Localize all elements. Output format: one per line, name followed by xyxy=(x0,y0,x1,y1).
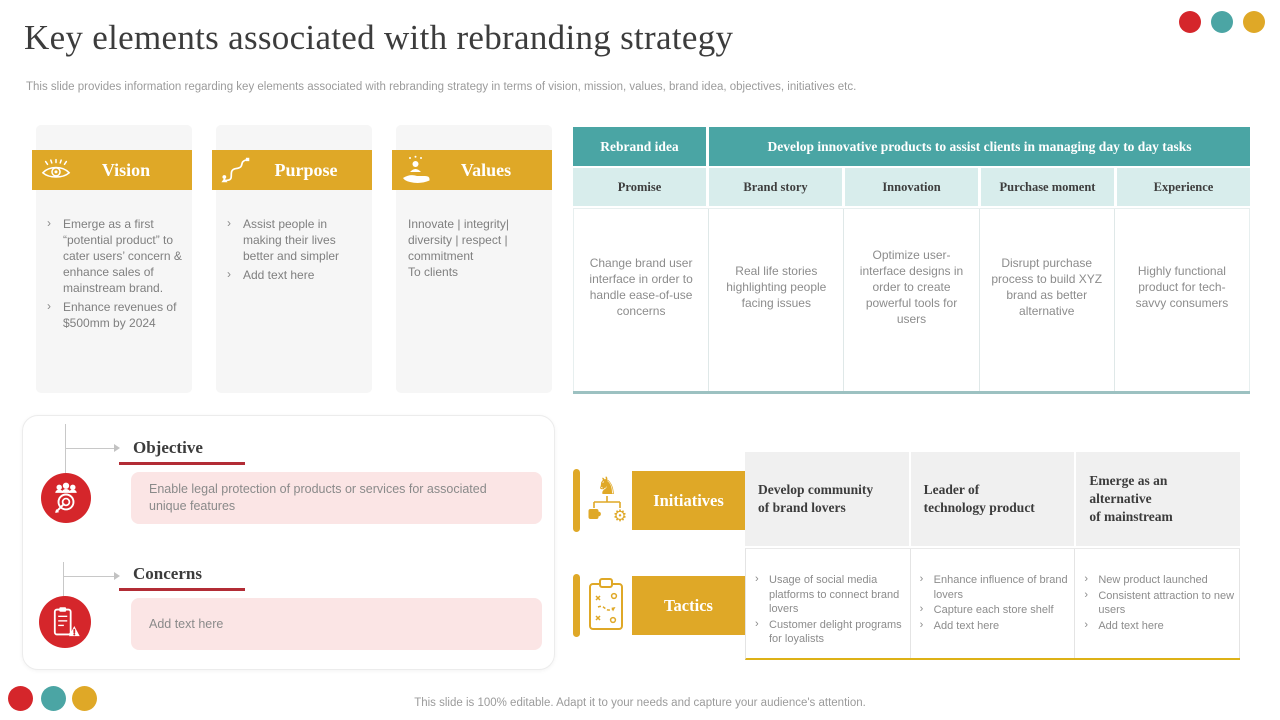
objective-concerns-card: Objective Enable legal protection of pro… xyxy=(22,415,555,670)
purpose-bullet: Add text here xyxy=(220,267,364,284)
initiatives-label-text: Initiatives xyxy=(653,490,724,510)
rebrand-table: Rebrand idea Develop innovative products… xyxy=(573,127,1250,394)
purpose-bullet-list: Assist people in making their lives bett… xyxy=(220,216,364,284)
concerns-connector-horizontal xyxy=(63,576,115,577)
vision-bullet: Enhance revenues of $500mm by 2024 xyxy=(40,299,184,332)
vision-bullet: Emerge as a first “potential product” to… xyxy=(40,216,184,297)
vision-bullet-list: Emerge as a first “potential product” to… xyxy=(40,216,184,332)
tactics-cell: Enhance influence of brand lovers Captur… xyxy=(911,549,1076,658)
route-icon xyxy=(220,155,252,185)
vision-card-band: Vision xyxy=(32,150,192,190)
footer-note: This slide is 100% editable. Adapt it to… xyxy=(414,697,866,709)
rebrand-column-header: Experience xyxy=(1117,168,1250,206)
purpose-bullet: Assist people in making their lives bett… xyxy=(220,216,364,265)
hand-person-icon xyxy=(400,155,432,185)
svg-text:⚙: ⚙ xyxy=(613,506,627,525)
decor-dot-teal xyxy=(1211,11,1233,33)
initiatives-table: Develop community of brand lovers Leader… xyxy=(745,452,1241,546)
rebrand-table-bottom-border xyxy=(573,391,1250,394)
tactics-cell: Usage of social media platforms to conne… xyxy=(746,549,911,658)
tactics-bullet: Customer delight programs for loyalists xyxy=(748,617,906,647)
tactics-label-text: Tactics xyxy=(664,595,713,615)
decor-dot-red xyxy=(1179,11,1201,33)
tactics-bullet: Capture each store shelf xyxy=(913,602,1071,618)
tactics-bullet: Add text here xyxy=(1077,618,1235,634)
vision-card-title: Vision xyxy=(101,159,151,180)
values-text: Innovate | integrity| diversity | respec… xyxy=(408,217,509,279)
initiatives-bracket xyxy=(573,469,580,532)
concerns-text: Add text here xyxy=(149,616,224,631)
decor-dot-yellow xyxy=(1243,11,1265,33)
tactics-label: Tactics xyxy=(632,576,745,635)
eye-icon xyxy=(40,155,72,185)
concerns-heading: Concerns xyxy=(133,564,202,583)
initiative-header-cell: Leader of technology product xyxy=(910,452,1075,546)
rebrand-header-value: Develop innovative products to assist cl… xyxy=(709,127,1250,166)
tactics-bullet: Consistent attraction to new users xyxy=(1077,588,1235,618)
purpose-card-title: Purpose xyxy=(274,159,338,180)
concerns-text-box: Add text here xyxy=(131,598,542,650)
rebrand-cell: Highly functional product for tech-savvy… xyxy=(1135,263,1229,311)
decor-dot-yellow xyxy=(72,686,97,711)
rebrand-header-label: Rebrand idea xyxy=(573,127,706,166)
objective-underline xyxy=(119,462,245,465)
initiatives-label: Initiatives xyxy=(632,471,745,530)
rebrand-cell: Real life stories highlighting people fa… xyxy=(709,209,845,391)
rebrand-cell: Change brand user interface in order to … xyxy=(574,209,710,391)
tactics-bullet: Enhance influence of brand lovers xyxy=(913,572,1071,602)
objective-people-target-icon xyxy=(41,473,91,523)
vision-card: Vision Emerge as a first “potential prod… xyxy=(32,125,192,393)
tactics-bracket xyxy=(573,574,580,637)
rebrand-column-header: Innovation xyxy=(845,168,978,206)
tactics-table: Usage of social media platforms to conne… xyxy=(745,548,1241,660)
rebrand-cell: Disrupt purchase process to build XYZ br… xyxy=(980,209,1115,391)
purpose-card: Purpose Assist people in making their li… xyxy=(212,125,372,393)
initiative-header-cell: Develop community of brand lovers xyxy=(745,452,909,546)
decor-dot-red xyxy=(8,686,33,711)
objective-connector-arrow xyxy=(114,444,120,452)
values-card-band: Values xyxy=(392,150,552,190)
tactics-bullet: Usage of social media platforms to conne… xyxy=(748,572,906,617)
concerns-connector-arrow xyxy=(114,572,120,580)
rebrand-cell: Optimize user-interface designs in order… xyxy=(844,209,980,391)
page-subtitle: This slide provides information regardin… xyxy=(26,81,857,93)
concerns-underline xyxy=(119,588,245,591)
tactics-cell: New product launched Consistent attracti… xyxy=(1075,549,1241,658)
rebrand-column-header: Brand story xyxy=(709,168,842,206)
objective-text: Enable legal protection of products or s… xyxy=(149,482,487,513)
objective-heading: Objective xyxy=(133,438,203,457)
rebrand-column-header: Promise xyxy=(573,168,706,206)
svg-text:♞: ♞ xyxy=(596,472,618,500)
tactics-bullet: New product launched xyxy=(1077,572,1235,588)
objective-text-box: Enable legal protection of products or s… xyxy=(131,472,542,524)
strategy-clipboard-icon xyxy=(586,577,626,638)
page-title: Key elements associated with rebranding … xyxy=(24,18,734,57)
rebrand-column-header: Purchase moment xyxy=(981,168,1114,206)
values-card: Values Innovate | integrity| diversity |… xyxy=(392,125,552,393)
chess-knight-gear-icon: ♞ ⚙ xyxy=(586,472,628,533)
tactics-bullet: Add text here xyxy=(913,618,1071,634)
concerns-connector-vertical xyxy=(63,562,64,600)
values-card-title: Values xyxy=(460,159,512,180)
initiative-header-cell: Emerge as an alternative of mainstream xyxy=(1076,452,1241,546)
concerns-clipboard-warning-icon xyxy=(39,596,91,648)
purpose-card-band: Purpose xyxy=(212,150,372,190)
objective-connector-horizontal xyxy=(65,448,115,449)
decor-dot-teal xyxy=(41,686,66,711)
